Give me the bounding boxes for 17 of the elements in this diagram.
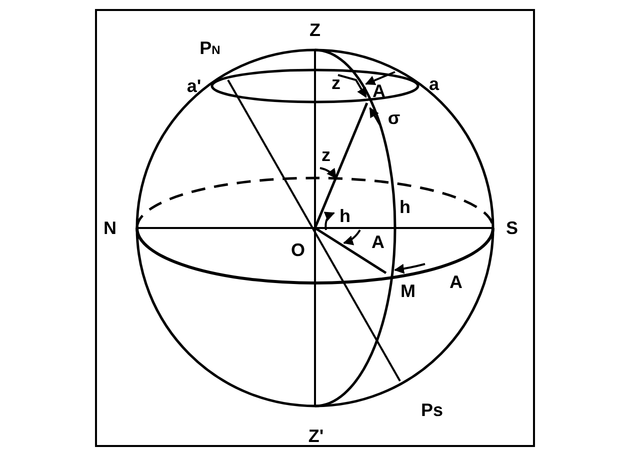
point-label: h (400, 198, 410, 216)
point-label: a' (186, 77, 202, 95)
point-label: N (104, 219, 116, 237)
point-label: Z' (308, 427, 324, 445)
point-label: Ps (420, 401, 444, 419)
point-label: z (332, 74, 340, 92)
point-label: A (372, 233, 384, 251)
point-label: σ (388, 109, 400, 127)
point-label: a (429, 75, 439, 93)
point-label: Z (310, 21, 320, 39)
point-label: A (372, 82, 386, 100)
point-label: O (291, 241, 305, 259)
point-label: A (450, 273, 462, 291)
point-label: h (340, 207, 350, 225)
point-label: S (506, 219, 518, 237)
point-label: M (400, 282, 416, 300)
point-label: z (322, 146, 330, 164)
